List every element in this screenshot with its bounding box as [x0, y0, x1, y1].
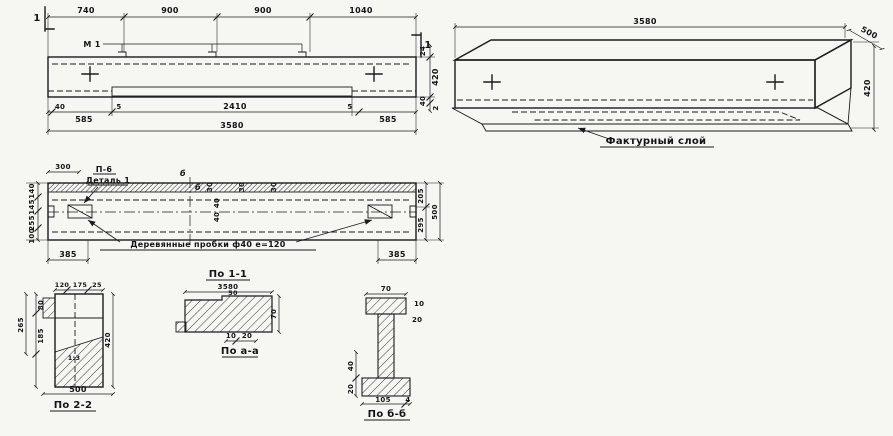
- dim-3580-persp: 3580: [633, 17, 657, 26]
- dim-500-persp: 500: [859, 25, 879, 41]
- dim-20: 20: [242, 332, 252, 340]
- perspective-view: 3580 500 420 Фактурный слой: [451, 17, 885, 148]
- dim-205: 205: [417, 188, 425, 204]
- dim-255: 255: [28, 215, 36, 231]
- section-cut-mark-left: 1: [33, 6, 55, 32]
- texture-layer-strip: [481, 123, 853, 132]
- dim-900b: 900: [254, 6, 272, 15]
- dim-25: 25: [92, 281, 102, 289]
- section22-hatched-base: [54, 336, 104, 388]
- dim-80: 80: [37, 300, 45, 310]
- panel-right-face: [814, 38, 852, 110]
- dim-295: 295: [417, 217, 425, 233]
- section11-title: По 1-1: [209, 269, 248, 280]
- dim-300: 300: [55, 163, 71, 171]
- detail-label: Деталь 1: [86, 176, 130, 185]
- edge-notches: [48, 205, 416, 218]
- section-aa-title: По а-а: [221, 346, 259, 357]
- dim-900a: 900: [161, 6, 179, 15]
- panel-front-face: [454, 59, 816, 109]
- section-1-1-view: По 1-1 3580 50 70 10 20 По а-а: [175, 269, 282, 358]
- dim-40r: 40: [419, 96, 427, 106]
- anchor-crosses-3d: [483, 74, 784, 90]
- dim-20-sbb: 20: [412, 316, 422, 324]
- dim-5l: 5: [116, 103, 121, 111]
- section-2-2-view: 120 175 25 1:3 420 80 185 265 500 По 2-2: [17, 281, 116, 412]
- dim-40a: 40: [213, 198, 221, 208]
- dim-4: 4: [405, 396, 410, 404]
- dim-3580-total: 3580: [220, 121, 244, 130]
- dim-40-sbb: 40: [347, 361, 355, 371]
- dim-100: 100: [28, 228, 36, 244]
- panel-outline: [47, 56, 417, 98]
- dim-70-s11: 70: [270, 309, 278, 319]
- dim-420-s22: 420: [104, 332, 112, 348]
- dim-40: 40: [55, 103, 65, 111]
- dim-385l: 385: [59, 250, 77, 259]
- section-b-b-view: 70 10 20 40 20 105 4 По б-б: [347, 285, 424, 421]
- dim-10: 10: [226, 332, 236, 340]
- loop-marks: [118, 51, 307, 57]
- dim-385r: 385: [388, 250, 406, 259]
- dim-740: 740: [77, 6, 95, 15]
- section22-title: По 2-2: [54, 400, 93, 411]
- dim-1040: 1040: [349, 6, 373, 15]
- dim-2410: 2410: [223, 102, 247, 111]
- dim-420: 420: [431, 68, 440, 86]
- section-b-label-top: б: [180, 168, 186, 178]
- plan-view: 300 П-6 Деталь 1 б б 30 30 30 40 40 Дере…: [26, 163, 444, 264]
- dim-145: 145: [28, 199, 36, 215]
- dim-24: 24: [419, 46, 427, 56]
- dim-20l-sbb: 20: [347, 384, 355, 394]
- section-cut-mark-right: 1: [411, 32, 431, 58]
- section-flag-right: 1: [424, 40, 431, 51]
- recess-outline: [111, 86, 353, 97]
- elevation-view: 1 1 740 900 900 1040 М 1 40 585 5 2410: [33, 6, 440, 135]
- dim-265: 265: [17, 317, 25, 333]
- panel-top-face: [452, 39, 854, 61]
- sbb-bottom-bar: [361, 377, 411, 397]
- dim-420-persp: 420: [863, 79, 872, 97]
- dim-185: 185: [37, 328, 45, 344]
- sectionbb-title: По б-б: [368, 408, 407, 420]
- dim-585r: 585: [379, 115, 397, 124]
- section-flag-left: 1: [33, 13, 40, 24]
- node-label-p6: П-6: [96, 165, 113, 174]
- mark-label-m1: М 1: [83, 40, 100, 49]
- panel-underside: [451, 107, 849, 125]
- dim-50: 50: [228, 289, 238, 297]
- dim-140: 140: [28, 183, 36, 199]
- dim-500-plan: 500: [431, 204, 439, 220]
- texture-layer-label: Фактурный слой: [606, 136, 707, 147]
- texture-strip-plan: [47, 182, 417, 193]
- section11-body: [184, 295, 273, 333]
- sbb-top-bar: [365, 297, 407, 315]
- dim-5r: 5: [347, 103, 352, 111]
- section22-left-block: [42, 297, 56, 319]
- dim-3580-s11: 3580: [218, 283, 239, 291]
- plugs-note: Деревянные пробки ф40 е=120: [130, 239, 285, 249]
- dim-105: 105: [375, 396, 391, 404]
- sbb-web: [377, 313, 395, 379]
- plug-openings: [67, 204, 393, 219]
- dim-585l: 585: [75, 115, 93, 124]
- dim-175: 175: [73, 281, 88, 289]
- dim-120: 120: [55, 281, 70, 289]
- dim-10-sbb: 10: [414, 300, 424, 308]
- dim-40b: 40: [213, 212, 221, 222]
- slope-label: 1:3: [68, 354, 81, 362]
- section11-ledge: [175, 321, 187, 333]
- dim-2r: 2: [432, 105, 440, 110]
- dim-70-sbb: 70: [381, 285, 391, 293]
- lifting-anchor-crosses: [81, 66, 383, 82]
- dim-500-s22: 500: [69, 385, 87, 394]
